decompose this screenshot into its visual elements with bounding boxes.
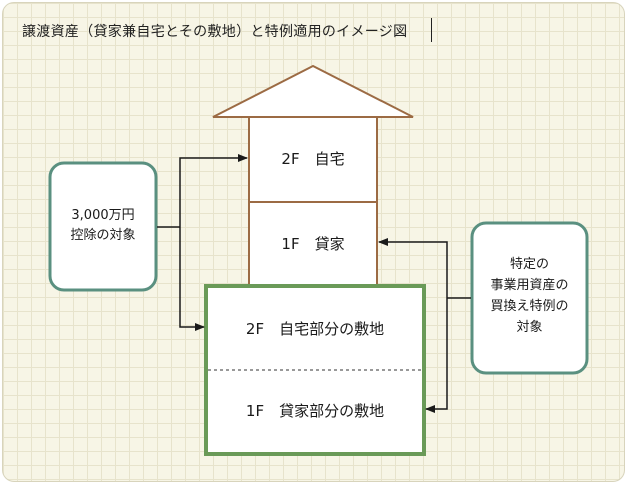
land-upper-label: 2F 自宅部分の敷地 (245, 320, 385, 338)
left-note-line1: 3,000万円 (71, 208, 135, 223)
diagram-title: 譲渡資産（貸家兼自宅とその敷地）と特例適用のイメージ図 (22, 24, 408, 40)
house-roof (212, 64, 414, 118)
left-note-line2: 控除の対象 (70, 228, 136, 243)
right-note-line1: 特定の (509, 257, 549, 272)
land-lower-label: 1F 貸家部分の敷地 (245, 402, 385, 420)
left-note-box (48, 161, 158, 292)
arrow-to-floor1 (378, 238, 448, 298)
arrow-to-floor2 (179, 154, 248, 227)
right-note-line2: 事業用資産の (490, 278, 569, 293)
text-cursor (431, 18, 432, 42)
land-box (204, 284, 426, 456)
floor1-label: 1F 貸家 (281, 235, 345, 253)
house-floor1 (248, 201, 378, 287)
arrow-to-land-upper (179, 227, 205, 331)
arrow-to-land-lower (425, 298, 448, 413)
floor2-label: 2F 自宅 (281, 150, 345, 168)
right-note-line4: 対象 (516, 320, 543, 335)
right-note-line3: 買換え特例の (490, 299, 569, 314)
house-floor2 (248, 116, 378, 203)
right-note-box (470, 221, 589, 375)
